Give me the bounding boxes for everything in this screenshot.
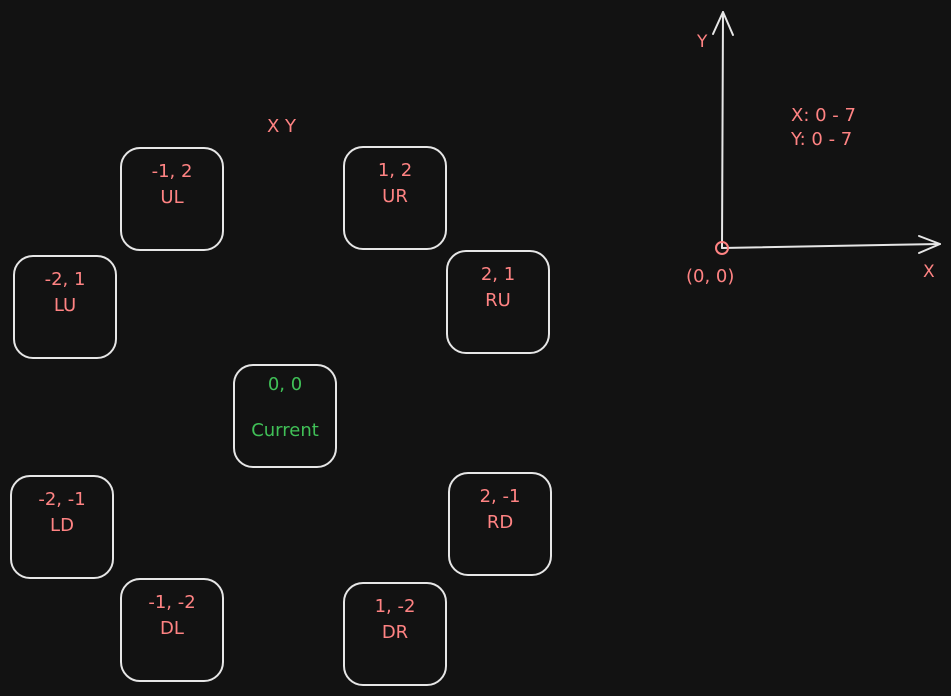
node-lu: -2, 1 LU	[13, 255, 117, 359]
origin-label: (0, 0)	[686, 266, 735, 287]
node-ur: 1, 2 UR	[343, 146, 447, 250]
node-ld-direction: LD	[50, 515, 74, 536]
node-ul: -1, 2 UL	[120, 147, 224, 251]
node-current-direction: Current	[251, 420, 319, 441]
node-lu-coord: -2, 1	[44, 269, 86, 290]
node-ul-direction: UL	[160, 187, 184, 208]
node-rd-coord: 2, -1	[479, 486, 521, 507]
node-ru: 2, 1 RU	[446, 250, 550, 354]
y-range-text: Y: 0 - 7	[791, 129, 853, 150]
node-dr-coord: 1, -2	[374, 596, 416, 617]
x-range-text: X: 0 - 7	[791, 105, 856, 126]
axis-range-block: X: 0 - 7 Y: 0 - 7	[791, 104, 856, 152]
node-dr-direction: DR	[381, 622, 409, 643]
node-dl-direction: DL	[160, 618, 184, 639]
node-ru-direction: RU	[485, 290, 511, 311]
node-ld-coord: -2, -1	[38, 489, 86, 510]
node-current: 0, 0 Current	[233, 364, 337, 468]
x-axis-label: X	[923, 262, 935, 282]
xy-header-label: X Y	[267, 116, 297, 137]
node-ur-coord: 1, 2	[377, 160, 413, 181]
node-ld: -2, -1 LD	[10, 475, 114, 579]
node-rd: 2, -1 RD	[448, 472, 552, 576]
x-axis-arrowhead	[918, 235, 941, 254]
node-ru-coord: 2, 1	[480, 264, 516, 285]
node-dr: 1, -2 DR	[343, 582, 447, 686]
node-dl-coord: -1, -2	[148, 592, 196, 613]
y-axis-line	[721, 11, 724, 249]
node-ur-direction: UR	[382, 186, 408, 207]
node-current-coord: 0, 0	[267, 374, 303, 395]
y-axis-label: Y	[697, 32, 708, 52]
node-ul-coord: -1, 2	[151, 161, 193, 182]
node-dl: -1, -2 DL	[120, 578, 224, 682]
origin-marker	[715, 241, 729, 255]
x-axis-line	[721, 243, 941, 249]
y-axis-arrowhead	[712, 11, 734, 36]
node-lu-direction: LU	[53, 295, 77, 316]
node-rd-direction: RD	[486, 512, 514, 533]
